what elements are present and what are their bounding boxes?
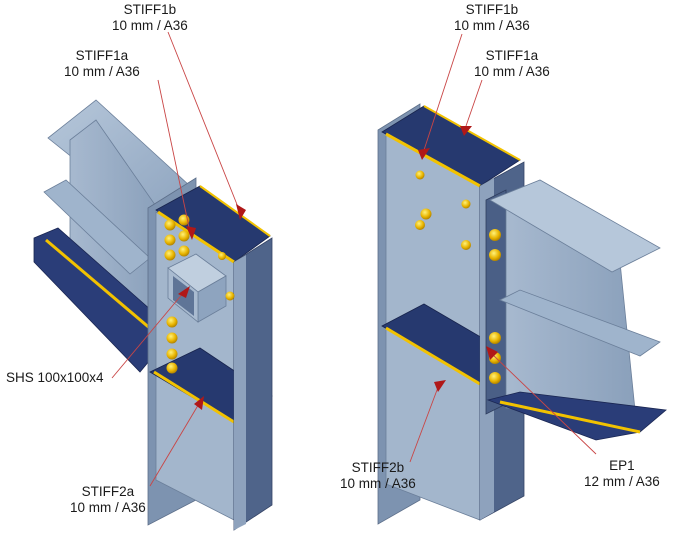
callout-shs-name: SHS 100x100x4 — [6, 370, 104, 385]
arrow-stiff1a-left — [186, 226, 196, 240]
arrow-stiff2a — [194, 396, 204, 410]
right-top-stiffener-weld — [385, 132, 481, 188]
callout-ep1-spec: 12 mm / A36 — [584, 474, 660, 489]
left-bottom-stiffener-weld — [153, 370, 235, 424]
leader-stiff1b-left — [167, 31, 241, 213]
callout-stiff1a-left-spec: 10 mm / A36 — [64, 64, 140, 79]
callout-stiff1b-right-name: STIFF1b — [465, 2, 519, 17]
callout-stiff2b-name: STIFF2b — [351, 460, 405, 475]
leader-shs — [111, 291, 185, 379]
right-bolt-group — [415, 170, 501, 384]
right-bottom-flange-weld — [499, 400, 641, 434]
callout-ep1: EP1 12 mm / A36 — [584, 458, 660, 490]
arrow-stiff1b-left — [236, 204, 246, 220]
arrow-ep1 — [486, 346, 498, 360]
left-connection — [33, 99, 273, 531]
right-top-stiffener-weld-2 — [423, 105, 521, 161]
callout-stiff1b-right: STIFF1b 10 mm / A36 — [454, 2, 530, 34]
right-connection — [377, 103, 667, 525]
right-bottom-stiffener-weld — [385, 326, 481, 386]
leader-stiff1b-right — [423, 33, 463, 151]
callout-stiff1a-right: STIFF1a 10 mm / A36 — [474, 48, 550, 80]
leader-lines — [111, 31, 597, 487]
arrow-stiff1b-right — [418, 148, 430, 160]
callout-stiff1a-right-name: STIFF1a — [485, 48, 539, 63]
callout-ep1-name: EP1 — [609, 458, 635, 473]
arrow-stiff1a-right — [460, 126, 472, 136]
callout-stiff1b-left-name: STIFF1b — [123, 2, 177, 17]
callout-stiff2a: STIFF2a 10 mm / A36 — [70, 484, 146, 516]
leader-stiff2a — [149, 401, 201, 487]
left-column-front-flange-face — [234, 255, 246, 530]
leader-ep1 — [491, 353, 597, 455]
right-beam-mid-plate — [499, 289, 661, 357]
arrow-stiff2b — [434, 380, 446, 392]
callout-stiff2a-name: STIFF2a — [81, 484, 135, 499]
callout-stiff2b: STIFF2b 10 mm / A36 — [340, 460, 416, 492]
callout-stiff1a-left-name: STIFF1a — [75, 48, 129, 63]
left-bottom-flange-weld — [45, 238, 153, 332]
callout-shs: SHS 100x100x4 — [6, 370, 104, 386]
left-top-stiffener-weld-2 — [199, 185, 271, 237]
callout-stiff2a-spec: 10 mm / A36 — [70, 500, 146, 515]
callout-stiff1a-right-spec: 10 mm / A36 — [474, 64, 550, 79]
leader-stiff1a-left — [157, 79, 191, 233]
leader-stiff2b — [409, 381, 441, 463]
callout-stiff1a-left: STIFF1a 10 mm / A36 — [64, 48, 140, 80]
arrow-shs — [178, 286, 190, 298]
leader-stiff1a-right — [465, 79, 483, 127]
callout-stiff1b-left: STIFF1b 10 mm / A36 — [112, 2, 188, 34]
callout-stiff1b-right-spec: 10 mm / A36 — [454, 18, 530, 33]
callout-stiff1b-left-spec: 10 mm / A36 — [112, 18, 188, 33]
right-beam-top-flange — [489, 179, 661, 273]
callout-stiff2b-spec: 10 mm / A36 — [340, 476, 416, 491]
arrowheads — [178, 126, 498, 410]
